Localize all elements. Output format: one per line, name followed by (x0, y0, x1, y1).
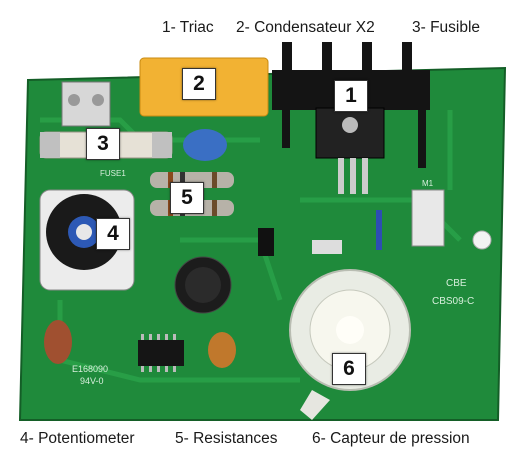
caption-condensateur: 2- Condensateur X2 (236, 19, 375, 36)
marker-6: 6 (332, 353, 366, 385)
pressure-sensor (289, 269, 411, 420)
caption-potentiometer: 4- Potentiometer (20, 430, 135, 447)
board-text-model: CBS09-C (432, 296, 474, 307)
board-text-cbe: CBE (446, 278, 467, 289)
marker-3: 3 (86, 128, 120, 160)
board-text-m1: M1 (422, 179, 434, 188)
board-text-code1: E168090 (72, 364, 108, 374)
marker-4: 4 (96, 218, 130, 250)
board-text-code2: 94V-0 (80, 376, 104, 386)
marker-1: 1 (334, 80, 368, 112)
caption-capteur: 6- Capteur de pression (312, 430, 470, 447)
terminal-block (61, 81, 111, 127)
marker-2: 2 (182, 68, 216, 100)
ic-chip (138, 340, 184, 366)
caption-triac: 1- Triac (162, 19, 214, 36)
board-text-fuse: FUSE1 (100, 169, 126, 178)
blue-capacitor (183, 129, 227, 161)
caption-fusible: 3- Fusible (412, 19, 481, 36)
potentiometer (39, 189, 135, 291)
marker-5: 5 (170, 182, 204, 214)
caption-resistances: 5- Resistances (175, 430, 278, 447)
